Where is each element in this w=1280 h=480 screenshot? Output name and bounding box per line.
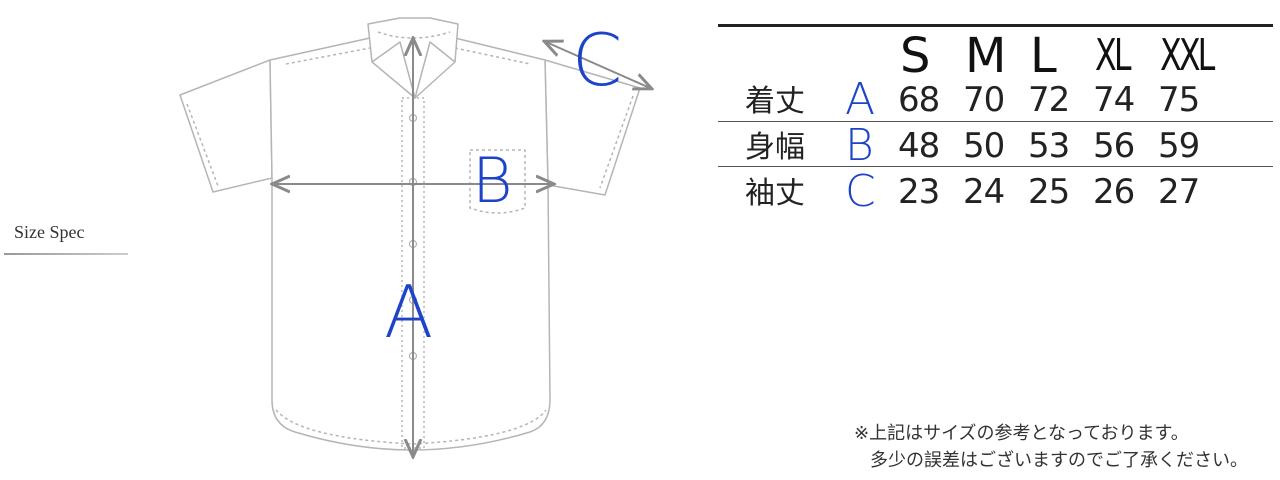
table-cell: 74 — [1093, 80, 1135, 120]
yoke-line — [285, 47, 531, 65]
left-sleeve — [179, 59, 273, 193]
table-cell: 24 — [963, 172, 1005, 212]
table-cell: 75 — [1158, 80, 1200, 120]
table-cell: 68 — [898, 80, 940, 120]
diagram-letter-a: A — [384, 270, 434, 354]
table-cell: 26 — [1093, 172, 1135, 212]
note-line-1: ※上記はサイズの参考となっております。 — [854, 423, 1189, 444]
table-cell: 56 — [1093, 126, 1135, 166]
table-cell: 53 — [1028, 126, 1070, 166]
row-label-sleeve: 袖丈 — [745, 176, 805, 211]
row-letter-b: B — [845, 120, 874, 171]
size-spec-title: Size Spec — [14, 222, 85, 242]
size-header-s: S — [900, 28, 931, 84]
table-cell: 72 — [1028, 80, 1070, 120]
row-label-length: 着丈 — [745, 84, 805, 119]
diagram-letter-b: B — [472, 144, 513, 217]
table-top-rule — [718, 24, 1273, 27]
note-line-2: 多少の誤差はございますのでご了承ください。 — [870, 450, 1248, 471]
left-sleeve-hem — [186, 103, 219, 187]
diagram-letter-c: C — [572, 18, 623, 102]
table-cell: 23 — [898, 172, 940, 212]
size-header-m: M — [965, 28, 1007, 84]
size-header-xl: XL — [1095, 30, 1131, 81]
size-header-xxl: XXL — [1160, 30, 1215, 81]
row-letter-a: A — [845, 74, 876, 125]
table-cell: 25 — [1028, 172, 1070, 212]
collar-band — [377, 31, 451, 39]
size-spec-underline — [4, 253, 128, 255]
table-cell: 27 — [1158, 172, 1200, 212]
row-divider — [718, 166, 1273, 167]
arrow-c — [546, 42, 650, 88]
table-cell: 50 — [963, 126, 1005, 166]
row-divider — [718, 121, 1273, 122]
shirt-diagram — [179, 17, 700, 480]
row-label-width: 身幅 — [745, 130, 805, 165]
table-cell: 48 — [898, 126, 940, 166]
table-cell: 59 — [1158, 126, 1200, 166]
right-sleeve-hem — [599, 95, 634, 189]
size-header-l: L — [1030, 28, 1057, 84]
row-letter-c: C — [845, 166, 876, 217]
table-cell: 70 — [963, 80, 1005, 120]
